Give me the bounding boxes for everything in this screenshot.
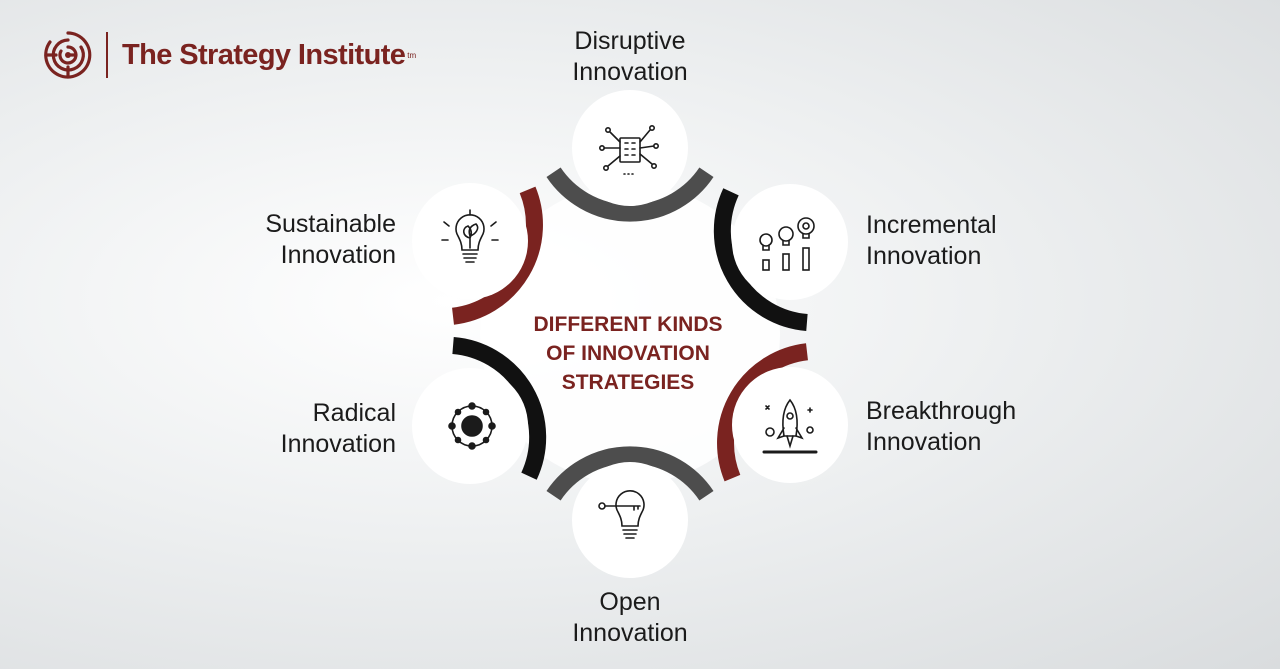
label-disruptive: Disruptive Innovation	[530, 26, 730, 88]
label-disruptive-line-1: Disruptive	[574, 27, 686, 55]
label-radical-line-2: Innovation	[280, 430, 396, 458]
arc-sustainable	[451, 186, 543, 325]
node-breakthrough	[732, 367, 848, 483]
label-breakthrough-line-2: Innovation	[866, 428, 982, 456]
rocket-launch-icon	[762, 398, 818, 454]
bulb-key-icon	[598, 490, 645, 539]
label-sustainable-line-1: Sustainable	[265, 210, 396, 238]
maze-logo-icon	[44, 31, 92, 79]
label-open-line-2: Innovation	[572, 619, 688, 647]
label-open: Open Innovation	[530, 587, 730, 649]
node-open	[572, 462, 688, 578]
center-disc	[480, 184, 780, 484]
center-title: DIFFERENT KINDS OF INNOVATION STRATEGIES	[478, 310, 778, 397]
label-sustainable: Sustainable Innovation	[196, 209, 396, 271]
center-title-line-3: STRATEGIES	[561, 371, 695, 394]
arc-radical	[452, 337, 547, 480]
label-disruptive-line-2: Innovation	[572, 58, 688, 86]
network-building-icon	[598, 124, 659, 175]
brand-trademark: tm	[407, 50, 417, 60]
brand-header: The Strategy Institute tm	[42, 30, 416, 80]
node-incremental	[732, 184, 848, 300]
node-disruptive	[572, 90, 688, 206]
label-radical-line-1: Radical	[312, 399, 396, 427]
center-title-line-2: OF INNOVATION	[546, 342, 710, 365]
label-radical: Radical Innovation	[196, 398, 396, 460]
label-sustainable-line-2: Innovation	[280, 241, 396, 269]
label-breakthrough-line-1: Breakthrough	[866, 397, 1017, 425]
arc-incremental	[713, 188, 808, 331]
orbit-atom-icon	[448, 402, 496, 450]
leaf-bulb-icon	[441, 209, 499, 263]
arc-open	[546, 446, 714, 501]
label-incremental: Incremental Innovation	[866, 210, 997, 272]
label-breakthrough: Breakthrough Innovation	[866, 396, 1016, 458]
label-incremental-line-1: Incremental	[866, 211, 997, 239]
label-open-line-1: Open	[599, 588, 661, 616]
brand-name: The Strategy Institute	[122, 38, 406, 71]
arc-disruptive	[546, 167, 714, 222]
center-title-line-1: DIFFERENT KINDS	[533, 313, 723, 336]
label-incremental-line-2: Innovation	[866, 242, 982, 270]
brand-divider	[106, 32, 108, 78]
arc-breakthrough	[717, 343, 809, 482]
growing-bulbs-icon	[759, 217, 815, 271]
